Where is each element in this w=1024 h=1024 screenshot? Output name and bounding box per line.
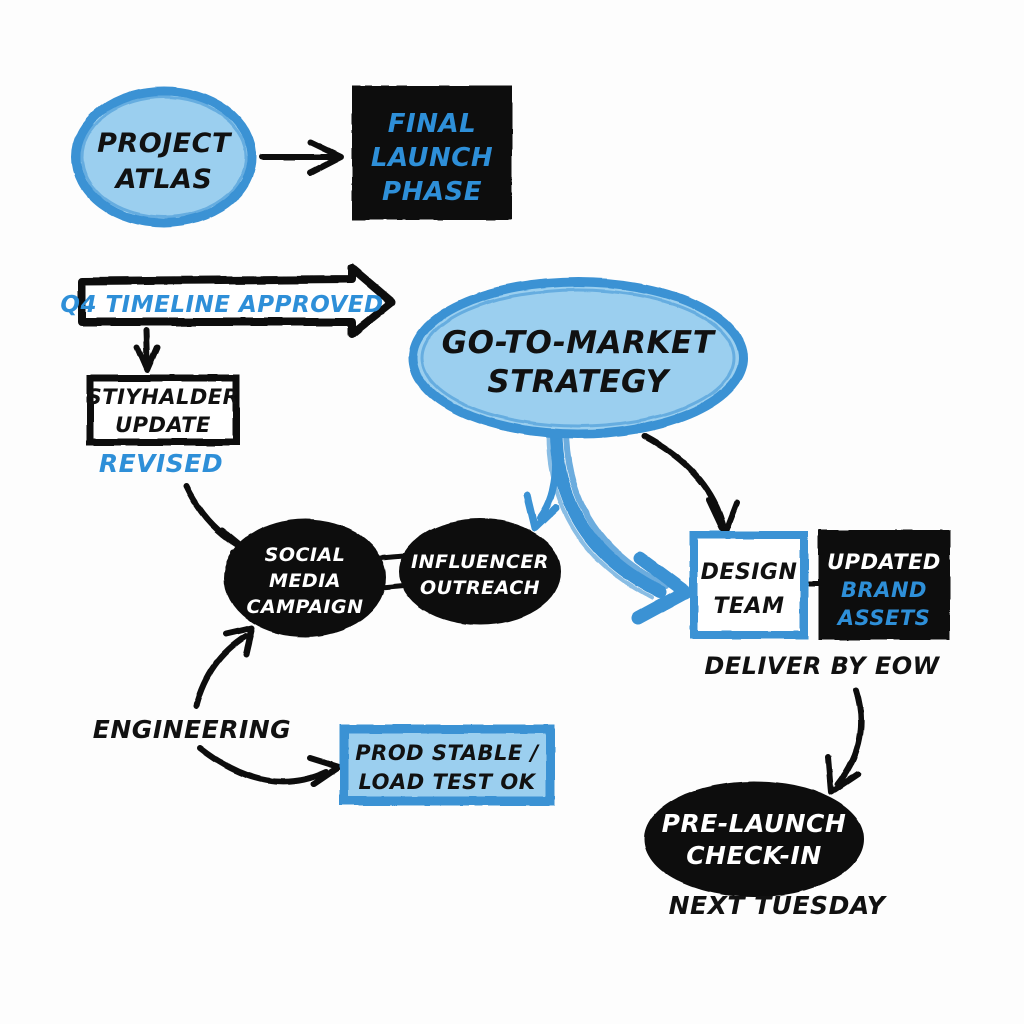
final-launch-phase-label-3: PHASE	[382, 177, 482, 207]
influencer-outreach-label-1: INFLUENCER	[411, 551, 549, 573]
node-updated-brand-assets[interactable]: UPDATED BRAND ASSETS	[818, 530, 950, 640]
node-project-atlas[interactable]: PROJECT ATLAS	[71, 86, 257, 228]
stakeholder-update-label-2: UPDATE	[115, 413, 211, 437]
final-launch-phase-shape	[352, 86, 512, 220]
connector-engineering-to-prod-stable	[197, 745, 342, 787]
connector-gtm-to-design-blue	[546, 423, 693, 625]
go-to-market-label-2: STRATEGY	[487, 364, 671, 400]
social-media-campaign-shape	[224, 519, 386, 637]
updated-brand-assets-label-2: BRAND	[841, 578, 927, 602]
deliver-by-eow-annotation: DELIVER BY EOW	[704, 652, 940, 680]
node-design-team[interactable]: DESIGN TEAM	[690, 531, 808, 639]
stakeholder-update-label-1: STIYHALDER	[87, 385, 240, 409]
design-team-label-1: DESIGN	[701, 560, 798, 585]
project-atlas-label-1: PROJECT	[97, 128, 233, 159]
influencer-outreach-label-2: OUTREACH	[420, 577, 540, 599]
influencer-outreach-shape	[399, 519, 561, 625]
stakeholder-update-shape	[86, 374, 240, 446]
node-go-to-market-strategy[interactable]: GO-TO-MARKET STRATEGY	[408, 277, 748, 439]
social-media-campaign-label-1: SOCIAL	[265, 544, 346, 566]
node-pre-launch-checkin[interactable]: PRE-LAUNCH CHECK-IN	[644, 781, 864, 897]
pre-launch-checkin-label-1: PRE-LAUNCH	[662, 809, 847, 838]
node-social-media-campaign[interactable]: SOCIAL MEDIA CAMPAIGN	[224, 519, 386, 637]
q4-banner-label: Q4 TIMELINE APPROVED	[60, 292, 383, 318]
prod-stable-label-1: PROD STABLE /	[355, 741, 540, 765]
node-q4-timeline-banner[interactable]: Q4 TIMELINE APPROVED	[60, 264, 396, 338]
node-prod-stable[interactable]: PROD STABLE / LOAD TEST OK	[339, 724, 555, 806]
go-to-market-shape	[408, 277, 748, 439]
node-stakeholder-update[interactable]: STIYHALDER UPDATE	[86, 374, 240, 446]
updated-brand-assets-shape	[818, 530, 950, 640]
connector-eow-to-prelaunch	[825, 687, 865, 795]
go-to-market-label-1: GO-TO-MARKET	[442, 325, 717, 361]
go-to-market-shape-inner	[420, 288, 736, 428]
node-final-launch-phase[interactable]: FINAL LAUNCH PHASE	[352, 86, 512, 220]
design-team-label-2: TEAM	[714, 594, 785, 619]
revised-annotation: REVISED	[99, 449, 223, 478]
final-launch-phase-label-1: FINAL	[388, 109, 476, 139]
design-team-shape	[690, 531, 808, 639]
project-atlas-shape	[71, 86, 257, 228]
social-media-campaign-label-2: MEDIA	[269, 570, 341, 592]
q4-banner-shape	[78, 264, 396, 338]
connector-banner-to-stakeholder	[134, 327, 160, 373]
social-media-campaign-label-3: CAMPAIGN	[246, 596, 363, 618]
pre-launch-checkin-label-2: CHECK-IN	[686, 841, 822, 870]
prod-stable-label-2: LOAD TEST OK	[358, 770, 536, 794]
engineering-annotation: ENGINEERING	[93, 715, 291, 744]
prod-stable-shape	[339, 724, 555, 806]
next-tuesday-annotation: NEXT TUESDAY	[669, 891, 888, 920]
updated-brand-assets-label-3: ASSETS	[836, 606, 931, 630]
final-launch-phase-label-2: LAUNCH	[371, 143, 493, 173]
project-atlas-shape-inner	[80, 95, 248, 219]
connector-atlas-to-final-launch	[259, 139, 344, 176]
project-atlas-label-2: ATLAS	[114, 164, 213, 195]
updated-brand-assets-label-1: UPDATED	[827, 550, 941, 574]
connector-engineering-to-social	[193, 625, 255, 709]
node-influencer-outreach[interactable]: INFLUENCER OUTREACH	[399, 519, 561, 625]
pre-launch-checkin-shape	[644, 781, 864, 897]
